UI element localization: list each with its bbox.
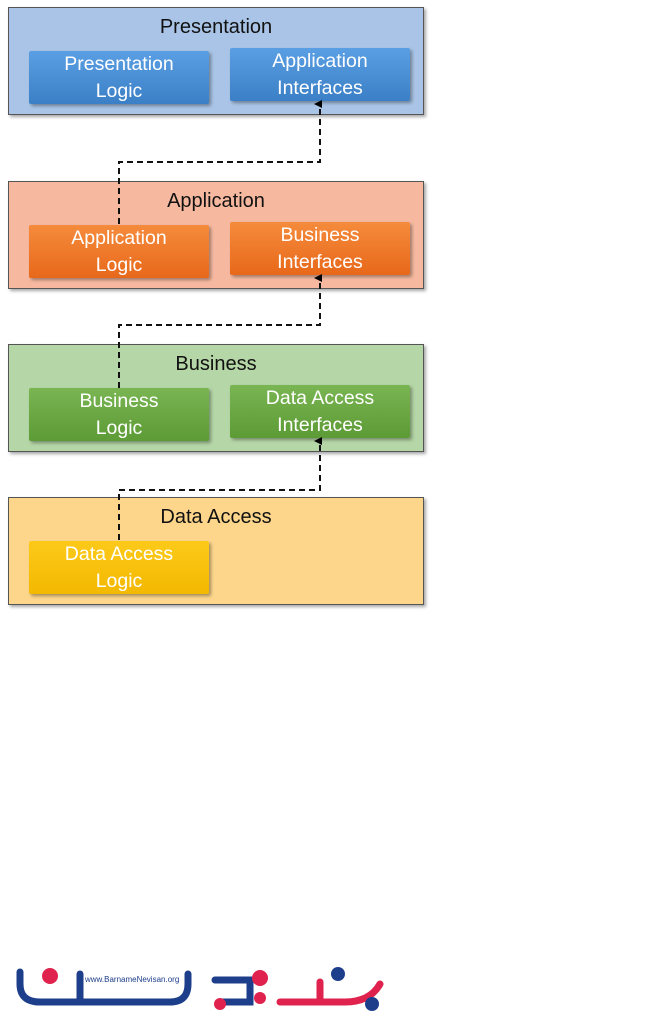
barnamenevisan-logo: www.BarnameNevisan.org [16,967,384,1011]
layer-title: Presentation [159,16,273,38]
application-interfaces-box: Application Interfaces [230,48,410,101]
business-logic-box: Business Logic [29,388,209,441]
presentation-layer: Presentation Presentation Logic Applicat… [8,7,424,115]
label-line: Data Access [265,386,375,409]
presentation-logic-box: Presentation Logic [29,51,209,104]
label-line: Business [79,389,159,412]
label-line: Interfaces [277,413,363,436]
label-line: Application [71,226,167,249]
connector-data-to-business [118,437,322,540]
connector-app-to-presentation [118,100,322,224]
label-line: Business [280,223,360,246]
application-layer: Application Application Logic Business I… [8,181,424,289]
layer-title: Business [175,353,257,375]
business-interfaces-box: Business Interfaces [230,222,410,275]
label-line: Logic [95,416,143,439]
application-logic-box: Application Logic [29,225,209,278]
label-line: Interfaces [277,76,363,99]
business-layer: Business Business Logic Data Access Inte… [8,344,424,452]
data-access-logic-box: Data Access Logic [29,541,209,594]
data-access-interfaces-box: Data Access Interfaces [230,385,410,438]
layer-title: Data Access [160,506,272,528]
label-line: Logic [95,253,143,276]
label-line: Data Access [64,542,174,565]
label-line: Logic [95,79,143,102]
connector-business-to-application [118,274,322,388]
connectors [118,100,322,540]
label-line: Application [272,49,368,72]
layer-title: Application [167,190,265,212]
label-line: Interfaces [277,250,363,273]
svg-text:www.BarnameNevisan.org: www.BarnameNevisan.org [84,975,179,984]
label-line: Logic [95,569,143,592]
label-line: Presentation [64,52,174,75]
data-access-layer: Data Access Data Access Logic [8,497,424,605]
